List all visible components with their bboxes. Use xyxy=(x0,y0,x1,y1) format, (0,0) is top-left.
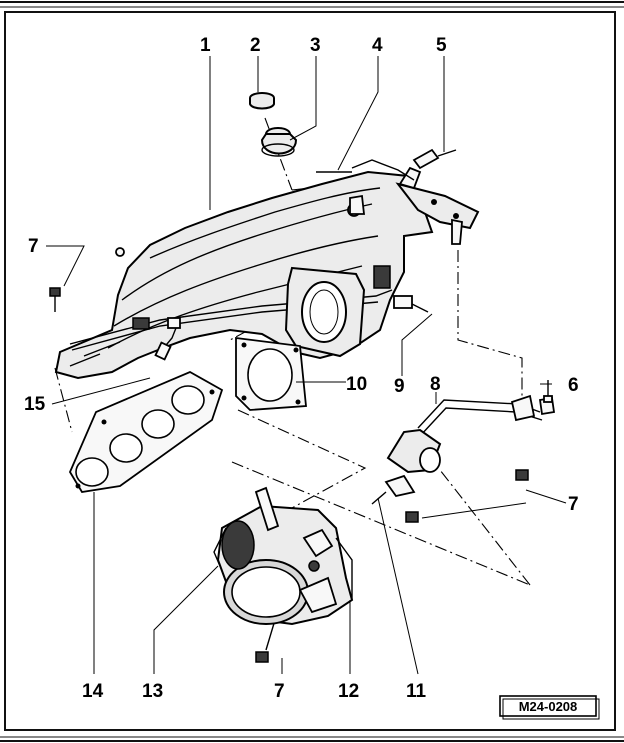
callout-7-right: 7 xyxy=(568,494,579,515)
throttle-body xyxy=(213,486,354,626)
cap xyxy=(249,92,275,110)
callout-3: 3 xyxy=(310,35,321,56)
coolant-pipe xyxy=(384,394,556,498)
callout-labels: 1 2 3 4 5 6 7 7 7 8 9 10 11 12 13 14 15 xyxy=(24,35,579,702)
callout-7-upper: 7 xyxy=(28,236,39,257)
grommet xyxy=(260,127,298,157)
callout-11: 11 xyxy=(406,681,427,702)
reference-code: M24-0208 xyxy=(519,699,578,714)
callout-4: 4 xyxy=(372,35,383,56)
bottom-double-rule xyxy=(0,736,624,742)
callout-12: 12 xyxy=(338,681,359,702)
callout-8: 8 xyxy=(430,374,441,395)
callout-1: 1 xyxy=(200,35,211,56)
callout-13: 13 xyxy=(142,681,163,702)
callout-9: 9 xyxy=(394,376,405,397)
callout-15: 15 xyxy=(24,394,46,415)
manifold-gasket xyxy=(68,370,224,493)
reference-code-box: M24-0208 xyxy=(499,695,600,720)
top-double-rule xyxy=(0,1,624,8)
vacuum-hose xyxy=(316,148,457,181)
diagram-frame xyxy=(4,11,616,731)
callout-7-bottom: 7 xyxy=(274,681,285,702)
callout-10: 10 xyxy=(346,374,367,395)
callout-14: 14 xyxy=(82,681,104,702)
leader-lines xyxy=(46,56,567,675)
callout-5: 5 xyxy=(436,35,447,56)
callout-2: 2 xyxy=(250,35,261,56)
throttle-body-gasket xyxy=(235,336,307,411)
intake-manifold xyxy=(54,166,480,380)
callout-6: 6 xyxy=(568,375,579,396)
